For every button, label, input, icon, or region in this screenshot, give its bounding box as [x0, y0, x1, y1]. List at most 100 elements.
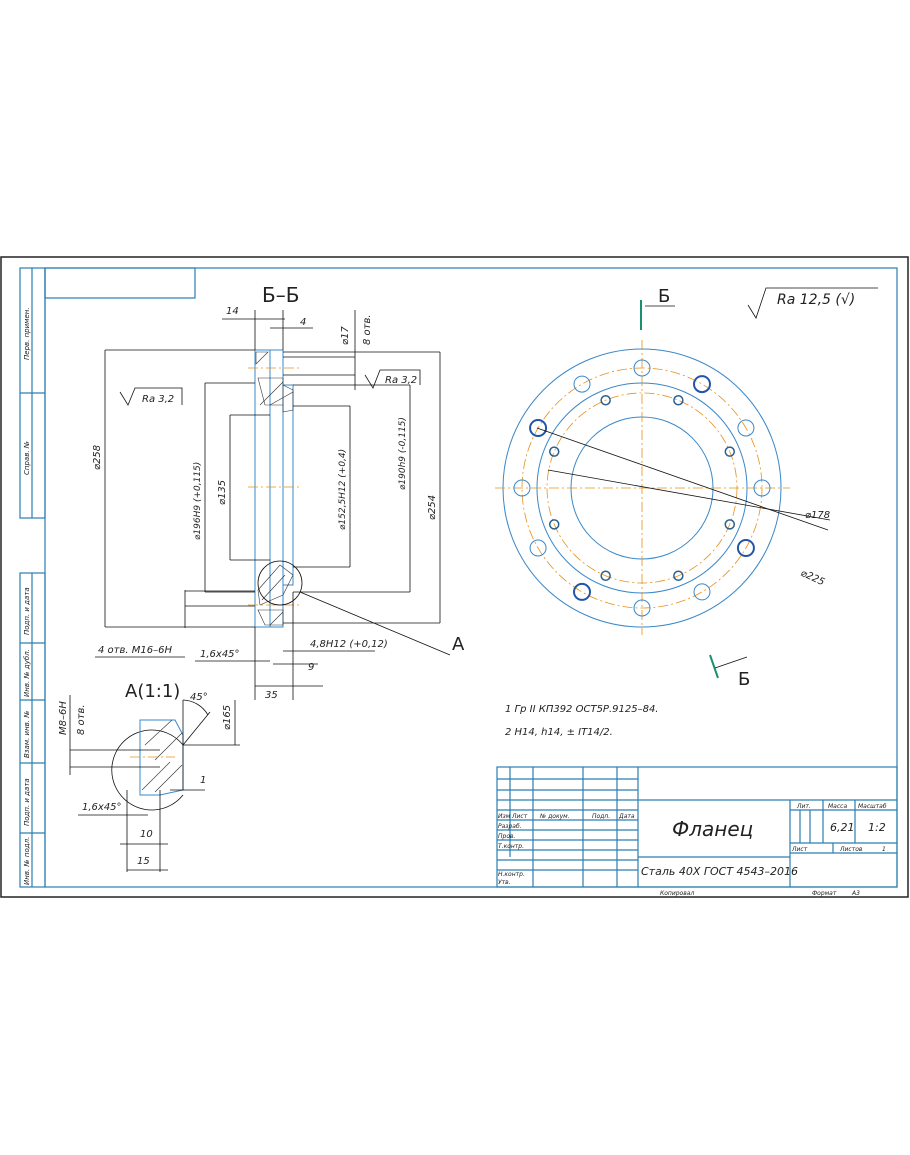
drawing-label: Инв. № дубл.: [23, 649, 31, 697]
drawing-label: ⌀17: [340, 326, 351, 345]
drawing-label: Т.контр.: [498, 843, 524, 850]
section-view: Б–Б A 14 4 ⌀17 8 отв. Ra 3,2 Ra 3,2 ⌀258…: [92, 283, 465, 701]
drawing-line: [547, 469, 831, 521]
side-strip: Перв. примен. Справ. № Подп. и дата Инв.…: [19, 267, 46, 888]
threaded-hole: [673, 394, 684, 406]
drawing-label: ⌀190h9 (-0,115): [398, 417, 408, 490]
bolt-hole: [693, 583, 711, 601]
bolt-hole: [753, 479, 771, 497]
drawing-label: M8–6H: [58, 701, 69, 735]
drawing-label: Разраб.: [498, 823, 522, 830]
drawing-label: 8 отв.: [362, 314, 373, 345]
bolt-hole: [573, 375, 591, 393]
note-2: 2 H14, h14, ± IT14/2.: [505, 727, 613, 738]
drawing-line: [182, 699, 209, 716]
threaded-hole: [548, 519, 560, 530]
drawing-label: 1,6x45°: [82, 802, 122, 813]
drawing-label: A3: [851, 890, 860, 897]
drawing-label: Ra 3,2: [385, 375, 417, 386]
drawing-line: [144, 719, 173, 746]
drawing-label: Взам. инв. №: [23, 710, 31, 758]
drawing-label: Ra 12,5 (√): [777, 292, 855, 308]
drawing-line: [714, 656, 748, 669]
drawing-label: A: [452, 634, 465, 655]
drawing-label: Пров.: [498, 833, 516, 840]
drawing-line: [536, 427, 829, 531]
drawing-label: 1,6x45°: [200, 649, 240, 660]
drawing-label: № докум.: [539, 813, 570, 820]
bolt-hole: [633, 359, 651, 377]
drawing-label: Лит.: [796, 803, 811, 810]
detail-view: A(1:1) M8–6H 8 отв. 45° ⌀165 1 1,6x45° 1…: [58, 681, 240, 872]
drawing-label: 9: [308, 662, 314, 673]
drawing-label: Перв. примен.: [23, 307, 31, 360]
drawing-line: [269, 391, 294, 406]
drawing-line: [261, 574, 286, 601]
drawing-label: Б: [658, 286, 670, 307]
drawing-label: 15: [137, 856, 150, 867]
front-view: Ra 12,5 (√) Б Б ⌀178 ⌀225: [495, 286, 878, 690]
drawing-label: 14: [226, 306, 239, 317]
drawing-line: [254, 349, 284, 628]
drawing-label: 45°: [190, 692, 208, 703]
drawing-label: ⌀254: [427, 495, 438, 520]
drawing-line: [141, 719, 183, 793]
drawing-label: 4 отв. M16–6H: [98, 645, 172, 656]
drawing-label: Листов: [839, 846, 863, 853]
drawing-label: A(1:1): [125, 681, 180, 702]
drawing-label: ⌀135: [217, 480, 228, 505]
drawing-label: 1: [882, 846, 886, 853]
drawing-line: [95, 310, 441, 700]
material: Сталь 40Х ГОСТ 4543–2016: [641, 865, 798, 878]
drawing-label: ⌀178: [805, 510, 830, 521]
drawing-label: Н.контр.: [498, 871, 525, 878]
drawing-line: [141, 761, 171, 791]
drawing-line: [269, 611, 284, 626]
drawing-label: ⌀165: [222, 705, 233, 730]
bolt-hole: [693, 375, 711, 394]
drawing-label: Копировал: [660, 890, 694, 897]
drawing-label: Масштаб: [858, 803, 887, 810]
bolt-hole: [736, 539, 755, 557]
scale-value: 1:2: [868, 821, 886, 834]
drawing-label: Б: [738, 669, 750, 690]
drawing-line: [709, 654, 719, 679]
drawing-label: Подп.: [592, 813, 610, 820]
drawing-label: Формат: [812, 890, 837, 897]
drawing-label: Подп. и дата: [23, 587, 31, 635]
sheet-border: [0, 256, 909, 898]
drawing-line: [497, 767, 897, 887]
drawing-label: Справ. №: [23, 441, 31, 475]
drawing-label: Лист: [511, 813, 528, 820]
drawing-label: Лист: [791, 846, 808, 853]
drawing-label: 4: [300, 317, 306, 328]
drawing-line: [364, 369, 421, 389]
drawing-line: [259, 381, 284, 406]
drawing-label: 4,8H12 (+0,12): [310, 639, 388, 650]
bolt-hole: [513, 479, 531, 497]
drawing-line: [496, 766, 898, 888]
bolt-hole: [529, 539, 547, 557]
bolt-hole: [737, 419, 755, 437]
drawing-line: [69, 695, 240, 872]
drawing-label: 1: [200, 775, 206, 786]
drawing-label: 10: [140, 829, 153, 840]
drawing-label: Утв.: [498, 879, 511, 886]
drawing-label: Б–Б: [262, 283, 299, 307]
drawing-label: Дата: [618, 813, 635, 820]
drawing-label: 8 отв.: [76, 704, 87, 735]
drawing-line: [119, 387, 183, 406]
part-name: Фланец: [672, 817, 753, 841]
drawing-label: ⌀152,5H12 (+0,4): [338, 449, 348, 530]
drawing-line: [154, 732, 183, 761]
drawing-line: [182, 711, 211, 746]
drawing-line: [154, 764, 183, 793]
drawing-line: [257, 560, 303, 606]
drawing-label: Подп. и дата: [23, 778, 31, 826]
drawing-line: [747, 287, 878, 319]
drawing-label: ⌀258: [92, 445, 103, 470]
